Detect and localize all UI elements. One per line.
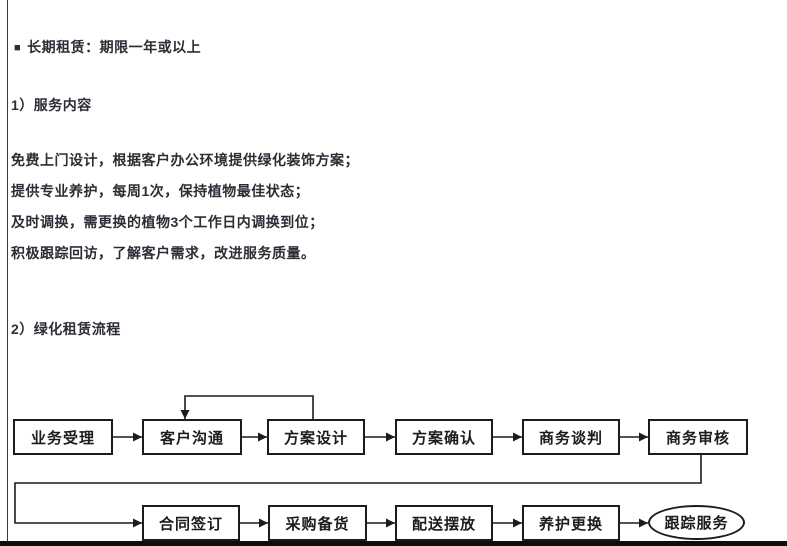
page-left-border [7,0,8,546]
flow-step-business-review: 商务审核 [648,419,748,455]
flow-step-plan-design: 方案设计 [267,419,365,455]
service-item-line: 积极跟踪回访，了解客户需求，改进服务质量。 [11,245,316,261]
page-bottom-strip [0,541,787,546]
square-bullet-icon: ■ [14,42,22,54]
flow-step-delivery-placement: 配送摆放 [395,505,493,541]
long-term-rental-heading: ■ 长期租赁：期限一年或以上 [14,37,201,57]
service-item-line: 免费上门设计，根据客户办公环境提供绿化装饰方案； [11,152,359,168]
flow-terminal-tracking-service: 跟踪服务 [648,505,745,540]
service-item-line: 提供专业养护，每周1次，保持植物最佳状态； [11,183,310,199]
flow-step-contract-signing: 合同签订 [142,505,240,541]
section-1-title: 1）服务内容 [11,97,92,113]
flow-step-business-negotiation: 商务谈判 [522,419,620,455]
flow-step-procurement-stocking: 采购备货 [268,505,367,541]
flow-step-customer-communication: 客户沟通 [142,419,242,455]
service-item-line: 及时调换，需更换的植物3个工作日内调换到位； [11,214,324,230]
flow-step-maintenance-replacement: 养护更换 [522,505,620,541]
heading-text: 长期租赁：期限一年或以上 [27,39,202,55]
flow-step-service-acceptance: 业务受理 [13,419,113,455]
section-2-title: 2）绿化租赁流程 [11,321,121,337]
flow-step-plan-confirmation: 方案确认 [395,419,493,455]
